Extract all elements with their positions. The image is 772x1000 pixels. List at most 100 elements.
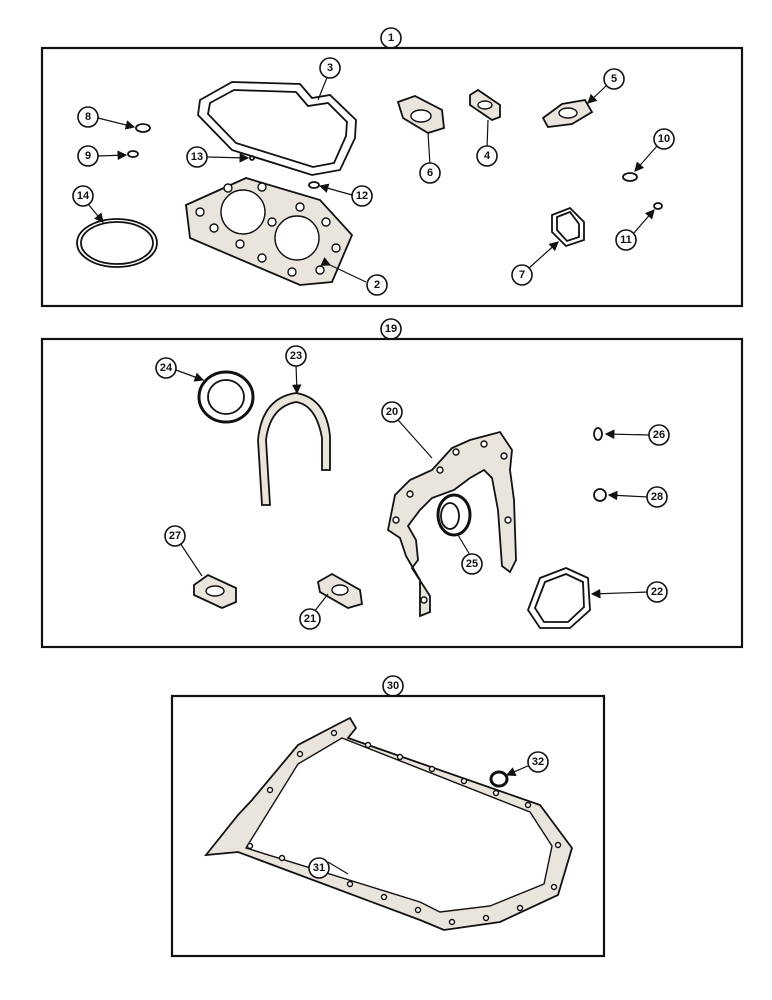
svg-text:3: 3 bbox=[327, 62, 333, 74]
callout-23: 23 bbox=[285, 345, 307, 367]
callout-26: 26 bbox=[648, 424, 670, 446]
callout-11: 11 bbox=[615, 229, 637, 251]
callout-14: 14 bbox=[72, 185, 94, 207]
svg-text:10: 10 bbox=[658, 133, 670, 145]
svg-text:11: 11 bbox=[620, 234, 632, 246]
leader-3 bbox=[317, 74, 329, 101]
svg-text:4: 4 bbox=[484, 150, 491, 162]
seal-25-inner bbox=[440, 502, 460, 530]
leader-11 bbox=[632, 209, 655, 235]
valve-cover-gasket-inner bbox=[207, 89, 348, 168]
svg-text:19: 19 bbox=[385, 323, 397, 335]
leader-7 bbox=[528, 241, 559, 269]
svg-text:21: 21 bbox=[304, 613, 316, 625]
washer-12 bbox=[308, 181, 320, 189]
leader-31 bbox=[327, 861, 349, 875]
callout-2: 2 bbox=[366, 274, 388, 296]
washer-26 bbox=[593, 427, 603, 441]
timing-cover-gasket-20 bbox=[386, 430, 517, 618]
ring-seal-14 bbox=[76, 218, 158, 268]
seal-25 bbox=[436, 493, 472, 537]
svg-text:23: 23 bbox=[290, 350, 302, 362]
leader-22 bbox=[590, 588, 649, 599]
svg-text:30: 30 bbox=[387, 680, 399, 692]
svg-text:20: 20 bbox=[386, 406, 398, 418]
leader-8 bbox=[97, 117, 136, 130]
callout-9: 9 bbox=[77, 145, 99, 167]
callout-21: 21 bbox=[299, 608, 321, 630]
callout-24: 24 bbox=[155, 357, 177, 379]
svg-text:13: 13 bbox=[191, 151, 203, 163]
svg-text:7: 7 bbox=[519, 269, 525, 281]
cylinder-bore-1 bbox=[220, 189, 266, 235]
leader-10 bbox=[634, 145, 658, 172]
leader-20 bbox=[397, 419, 433, 459]
callout-22: 22 bbox=[646, 581, 668, 603]
seal-13 bbox=[249, 155, 255, 161]
callout-3: 3 bbox=[319, 57, 341, 79]
leader-32 bbox=[505, 764, 531, 777]
svg-text:8: 8 bbox=[85, 111, 91, 123]
group-30-frame bbox=[170, 694, 606, 958]
leader-28 bbox=[607, 490, 649, 501]
o-ring-28 bbox=[593, 488, 607, 502]
leader-27 bbox=[179, 542, 203, 577]
callout-32: 32 bbox=[527, 751, 549, 773]
group-1-frame bbox=[40, 46, 744, 308]
group-19-frame bbox=[40, 337, 744, 649]
callout-28: 28 bbox=[646, 486, 668, 508]
oil-seal-24-inner bbox=[207, 379, 245, 415]
svg-text:26: 26 bbox=[653, 429, 665, 441]
washer-32 bbox=[489, 770, 509, 788]
svg-text:31: 31 bbox=[313, 862, 325, 874]
valve-cover-gasket bbox=[197, 81, 357, 176]
callout-7: 7 bbox=[511, 264, 533, 286]
svg-text:27: 27 bbox=[169, 530, 181, 542]
leader-5 bbox=[587, 85, 607, 104]
leader-21 bbox=[313, 593, 329, 613]
svg-text:32: 32 bbox=[532, 756, 544, 768]
leader-6 bbox=[427, 132, 431, 166]
callout-6: 6 bbox=[419, 162, 441, 184]
callout-4: 4 bbox=[476, 145, 498, 167]
svg-text:1: 1 bbox=[388, 32, 394, 44]
washer-10 bbox=[622, 172, 638, 182]
arch-gasket-23 bbox=[257, 392, 331, 506]
ring-seal-14-inner bbox=[80, 221, 154, 265]
svg-text:25: 25 bbox=[466, 558, 478, 570]
svg-text:14: 14 bbox=[77, 190, 90, 202]
head-bolt-holes bbox=[195, 182, 341, 277]
leader-9 bbox=[97, 150, 128, 161]
callout-8: 8 bbox=[77, 106, 99, 128]
svg-text:28: 28 bbox=[651, 491, 663, 503]
callout-27: 27 bbox=[164, 525, 186, 547]
leader-26 bbox=[604, 429, 651, 439]
svg-text:12: 12 bbox=[356, 190, 368, 202]
cylinder-bore-2 bbox=[274, 215, 320, 261]
leader-25 bbox=[457, 534, 471, 556]
svg-text:9: 9 bbox=[85, 150, 91, 162]
leader-12 bbox=[318, 183, 353, 196]
leader-4 bbox=[486, 119, 489, 149]
oil-seal-24 bbox=[197, 370, 255, 424]
callout-31: 31 bbox=[308, 857, 330, 879]
leader-14 bbox=[87, 203, 104, 223]
svg-text:2: 2 bbox=[374, 279, 380, 291]
washer-8 bbox=[135, 123, 151, 133]
svg-text:5: 5 bbox=[611, 73, 617, 85]
callout-20: 20 bbox=[381, 401, 403, 423]
callout-25: 25 bbox=[461, 553, 483, 575]
callout-10: 10 bbox=[653, 128, 675, 150]
timing-cover-bolt-holes bbox=[392, 440, 512, 604]
gasket-22 bbox=[526, 567, 591, 629]
leader-23 bbox=[291, 363, 302, 395]
leader-13 bbox=[206, 152, 250, 163]
callout-5: 5 bbox=[603, 68, 625, 90]
svg-text:22: 22 bbox=[651, 586, 663, 598]
group-30-label: 30 bbox=[382, 675, 404, 697]
group-19-label: 19 bbox=[380, 318, 402, 340]
svg-text:6: 6 bbox=[427, 167, 433, 179]
leader-2 bbox=[320, 257, 367, 283]
svg-text:24: 24 bbox=[160, 362, 173, 374]
